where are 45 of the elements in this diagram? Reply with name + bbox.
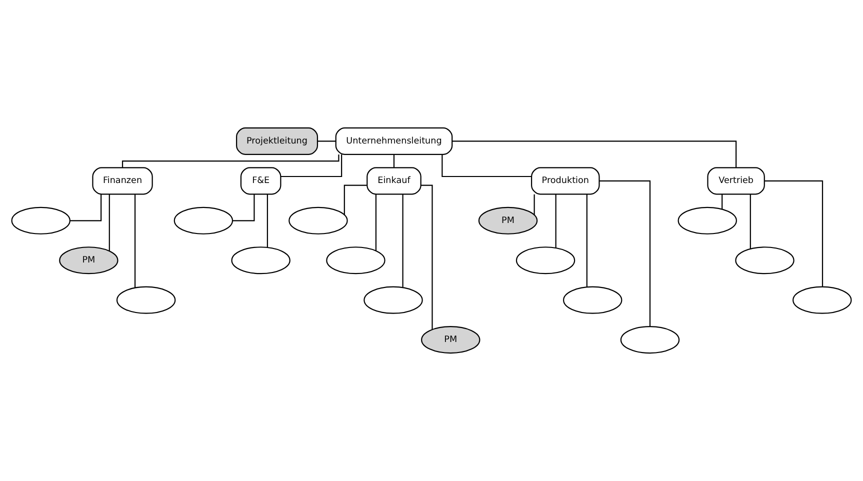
node-box: Finanzen xyxy=(92,167,153,195)
node-ellipse xyxy=(516,246,576,274)
connector xyxy=(393,154,395,168)
node-box: Projektleitung xyxy=(236,127,318,155)
connector xyxy=(344,184,367,215)
connector xyxy=(70,194,102,222)
connector xyxy=(750,194,751,249)
node-ellipse xyxy=(326,246,386,274)
node-ellipse xyxy=(563,286,622,314)
node-box: Einkauf xyxy=(366,167,422,195)
node-ellipse xyxy=(231,246,290,274)
connector xyxy=(122,154,340,168)
connector xyxy=(555,194,556,248)
connector xyxy=(280,154,342,178)
connector xyxy=(586,194,588,287)
node-ellipse xyxy=(364,286,423,314)
connector xyxy=(134,194,136,288)
connector xyxy=(108,194,110,252)
node-box: Unternehmensleitung xyxy=(335,127,453,155)
connector xyxy=(402,194,404,288)
node-ellipse xyxy=(288,206,348,234)
connector xyxy=(599,180,651,327)
connector xyxy=(266,194,268,248)
node-box: Produktion xyxy=(531,167,600,195)
node-ellipse xyxy=(174,206,234,234)
connector xyxy=(722,194,723,210)
node-ellipse xyxy=(116,286,176,314)
connector xyxy=(442,154,532,178)
connector xyxy=(764,180,824,287)
connector xyxy=(534,194,535,215)
node-box: Vertrieb xyxy=(707,167,765,195)
node-ellipse: PM xyxy=(421,326,480,354)
node-ellipse xyxy=(11,206,70,234)
node-ellipse: PM xyxy=(59,246,118,274)
connector xyxy=(318,140,336,142)
node-ellipse xyxy=(620,326,680,354)
node-ellipse xyxy=(678,206,737,234)
connector xyxy=(375,194,376,251)
connector xyxy=(232,194,255,222)
node-box: F&E xyxy=(240,167,282,195)
node-ellipse: PM xyxy=(478,206,538,234)
connector xyxy=(452,140,737,168)
connector xyxy=(420,184,433,330)
node-ellipse xyxy=(792,286,852,314)
node-ellipse xyxy=(735,246,794,274)
